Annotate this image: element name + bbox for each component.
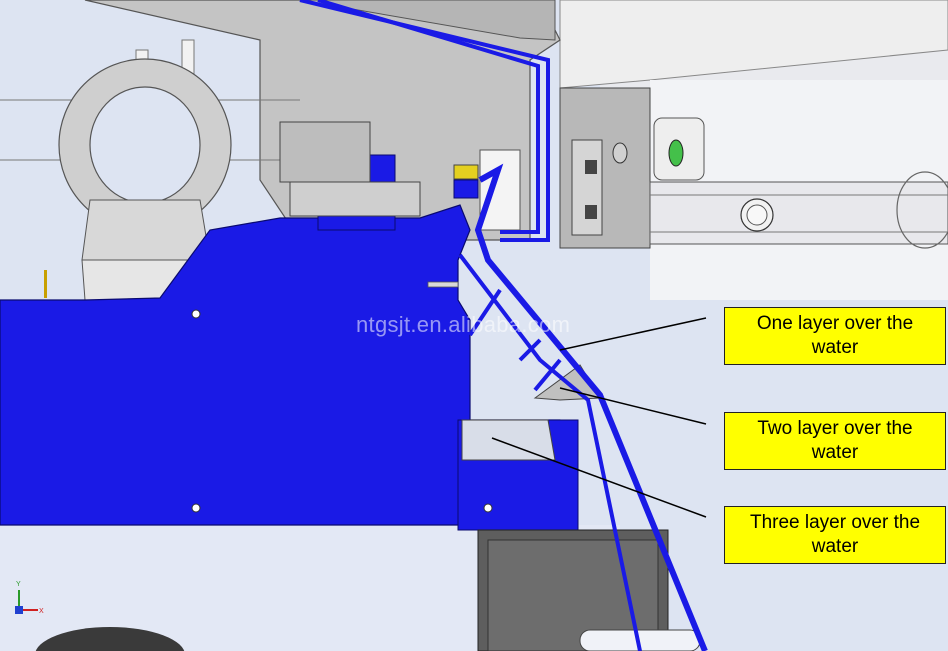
right-rail	[649, 181, 948, 245]
deflector-layers	[458, 163, 708, 651]
hopper-top-plate	[299, 0, 556, 41]
gear-block-lower	[289, 181, 421, 217]
right-upper-housing	[559, 0, 948, 89]
white-bracket	[479, 149, 521, 231]
step-block	[461, 419, 556, 461]
gear-block	[279, 121, 371, 183]
pin	[427, 281, 459, 288]
axis-triad: Y X	[15, 581, 44, 615]
leader-line-one	[559, 317, 707, 351]
yellow-sensor	[453, 164, 479, 180]
pin	[44, 270, 47, 298]
watermark: ntgsjt.en.alibaba.com	[356, 312, 571, 337]
right-bracket-slot	[571, 139, 603, 236]
leader-line-two	[559, 387, 707, 425]
blue-tab	[453, 179, 479, 199]
mounting-hole	[483, 503, 493, 513]
axis-y-label: Y	[16, 581, 21, 588]
mounting-hole	[191, 309, 201, 319]
leader-line-three	[491, 437, 707, 518]
callout-one-layer: One layer over the water	[724, 307, 946, 365]
lower-dark-wheel	[35, 627, 185, 651]
water-tube	[317, 0, 540, 234]
bracket-hole	[612, 142, 628, 164]
callout-three-layer: Three layer over the water	[724, 506, 946, 564]
mounting-hole	[191, 503, 201, 513]
status-led	[668, 139, 684, 167]
rail-hole-inner	[746, 204, 768, 226]
bracket-insert	[585, 160, 597, 174]
callout-two-layer: Two layer over the water	[724, 412, 946, 470]
rail-roller	[896, 171, 948, 249]
axis-x-label: X	[39, 608, 44, 615]
eye-bolt	[58, 58, 232, 301]
bracket-insert	[585, 205, 597, 219]
